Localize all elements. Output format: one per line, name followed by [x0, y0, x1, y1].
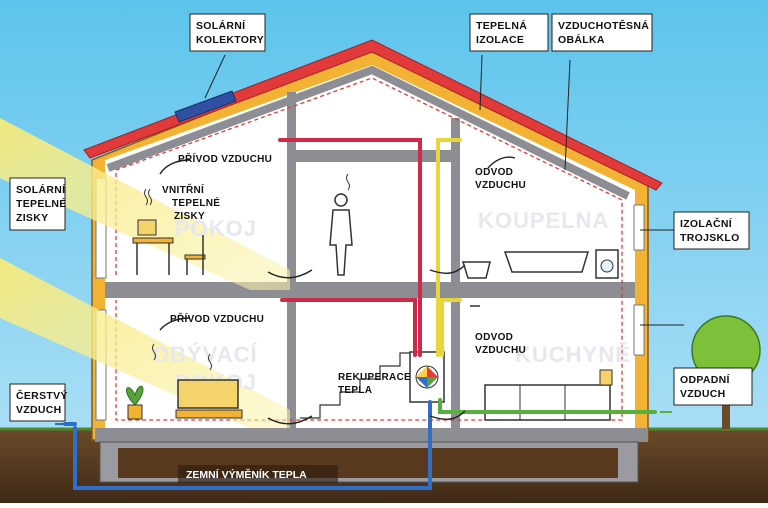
- desk: [133, 238, 173, 243]
- label-ground-heat-exchanger: ZEMNÍ VÝMĚNÍK TEPLA: [186, 468, 307, 481]
- callout-solar-gains-3: ZISKY: [16, 212, 48, 224]
- attic-ceiling: [288, 150, 458, 162]
- room-label-koupelna: KOUPELNA: [478, 208, 609, 233]
- wall-lower-right: [451, 298, 460, 428]
- label-internal-gains-1: VNITŘNÍ: [162, 183, 204, 196]
- callout-triple-glazing-2: TROJSKLO: [680, 232, 740, 244]
- label-extract-air-upper-2: VZDUCHU: [475, 180, 526, 191]
- label-extract-air-lower-1: ODVOD: [475, 332, 513, 343]
- label-extract-air-upper-1: ODVOD: [475, 167, 513, 178]
- callout-exhaust-air-2: VZDUCH: [680, 388, 726, 400]
- callout-solar-gains-1: SOLÁRNÍ: [16, 183, 66, 196]
- callout-solar-collectors-1: SOLÁRNÍ: [196, 19, 246, 32]
- label-heat-recovery-1: REKUPERACE: [338, 372, 411, 383]
- tv-icon: [178, 380, 238, 408]
- label-supply-air-lower: PŘÍVOD VZDUCHU: [170, 312, 264, 325]
- callout-fresh-air-2: VZDUCH: [16, 404, 62, 416]
- toilet-icon: [463, 262, 490, 278]
- callout-triple-glazing-1: IZOLAČNÍ: [680, 217, 733, 230]
- label-internal-gains-3: ZISKY: [174, 211, 205, 222]
- callout-fresh-air-1: ČERSTVÝ: [16, 389, 68, 402]
- window-upper-right: [634, 205, 644, 250]
- room-label-kuchyne: KUCHYNĚ: [515, 342, 631, 367]
- callout-airtight-2: OBÁLKA: [558, 33, 605, 46]
- label-extract-air-lower-2: VZDUCHU: [475, 345, 526, 356]
- wall-lower-left: [287, 298, 296, 428]
- callout-airtight-1: VZDUCHOTĚSNÁ: [558, 19, 649, 32]
- heat-recovery-unit: [410, 352, 444, 402]
- room-label-obyvaci: OBÝVACÍ: [152, 342, 258, 367]
- ground-floor-slab: [95, 428, 648, 442]
- callout-solar-gains-2: TEPELNÉ: [16, 197, 67, 210]
- callout-thermal-insulation-2: IZOLACE: [476, 34, 524, 46]
- callout-thermal-insulation-1: TEPELNÁ: [476, 19, 527, 32]
- computer-icon: [138, 220, 156, 235]
- label-internal-gains-2: TEPELNÉ: [172, 196, 220, 209]
- tv-stand: [176, 410, 242, 418]
- window-lower-right: [634, 305, 644, 355]
- label-supply-air-upper: PŘÍVOD VZDUCHU: [178, 152, 272, 165]
- bathtub-icon: [505, 252, 588, 272]
- kettle-icon: [600, 370, 612, 385]
- callout-solar-collectors-2: KOLEKTORY: [196, 34, 264, 46]
- wall-upper-right: [451, 118, 460, 282]
- label-heat-recovery-2: TEPLA: [338, 385, 372, 396]
- wall-upper-left: [287, 92, 296, 282]
- chair: [185, 255, 205, 259]
- kitchen-counter: [485, 385, 610, 420]
- middle-floor-slab: [105, 282, 635, 298]
- callout-exhaust-air-1: ODPADNÍ: [680, 373, 731, 386]
